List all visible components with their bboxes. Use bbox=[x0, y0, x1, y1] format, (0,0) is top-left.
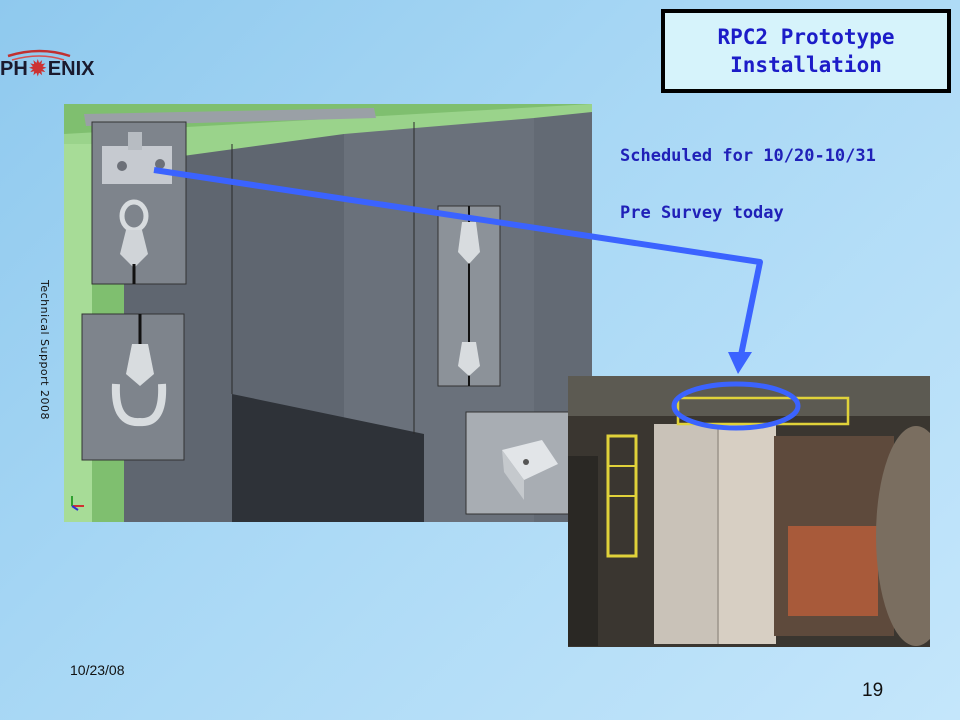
logo-star-icon: ✹ bbox=[29, 58, 47, 80]
cad-rendering-image bbox=[64, 104, 592, 522]
survey-note: Pre Survey today bbox=[620, 203, 784, 223]
side-label: Technical Support 2008 bbox=[38, 280, 51, 420]
title-line-1: RPC2 Prototype bbox=[717, 25, 895, 49]
slide-number: 19 bbox=[862, 680, 884, 701]
phenix-logo-icon bbox=[7, 49, 71, 61]
logo-text-right: ENIX bbox=[47, 58, 95, 80]
title-box: RPC2 Prototype Installation bbox=[661, 9, 951, 93]
schedule-note: Scheduled for 10/20-10/31 bbox=[620, 146, 876, 166]
logo-text-left: PH bbox=[0, 58, 28, 80]
title-line-2: Installation bbox=[730, 53, 882, 77]
slide-date: 10/23/08 bbox=[70, 662, 125, 678]
phenix-logo-text: PH✹ENIX bbox=[0, 56, 94, 81]
installation-photo bbox=[568, 376, 930, 647]
